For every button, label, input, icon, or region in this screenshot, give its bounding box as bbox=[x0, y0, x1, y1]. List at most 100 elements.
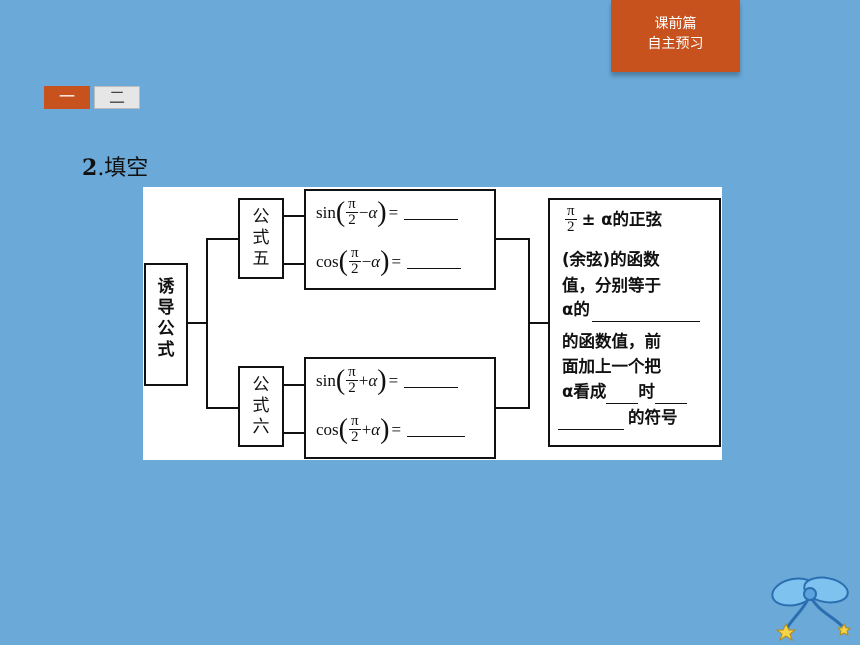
paren-open-2: ( bbox=[338, 245, 348, 277]
section-tab-line1: 课前篇 bbox=[654, 16, 697, 32]
var-3: α bbox=[368, 370, 378, 390]
connector-5-top bbox=[284, 215, 304, 217]
paren-close-4: ) bbox=[380, 413, 390, 445]
summary-pm-alpha: ± α的正弦 bbox=[581, 209, 662, 229]
summary-blank-2[interactable] bbox=[606, 385, 639, 404]
formula-six-box: 公 式 六 bbox=[238, 366, 284, 447]
paren-close-1: ) bbox=[377, 196, 387, 228]
section-tab-preview[interactable]: 课前篇 自主预习 bbox=[611, 0, 740, 72]
section-tab-line2: 自主预习 bbox=[647, 36, 704, 52]
answer-blank-3[interactable] bbox=[404, 373, 459, 388]
paren-open-4: ( bbox=[338, 413, 348, 445]
frac-num-1: π bbox=[346, 196, 358, 213]
frac-den-3: 2 bbox=[348, 380, 356, 396]
connector-right-top bbox=[495, 238, 529, 240]
fn-sin-3: sin bbox=[316, 370, 336, 390]
exercise-title: .填空 bbox=[97, 156, 149, 181]
paren-close-3: ) bbox=[377, 364, 387, 396]
summary-line-5: 的函数值，前 bbox=[562, 332, 661, 351]
connector-left-top bbox=[206, 238, 238, 240]
tab-part-one[interactable]: 一 bbox=[44, 86, 90, 109]
formula-six-char-1: 公 bbox=[252, 375, 270, 395]
summary-frac-num: π bbox=[565, 203, 577, 220]
eq-3: = bbox=[388, 370, 399, 390]
paren-open-3: ( bbox=[335, 364, 346, 396]
op-4: + bbox=[361, 419, 372, 439]
answer-blank-1[interactable] bbox=[404, 205, 459, 220]
fn-cos-4: cos bbox=[316, 419, 339, 439]
var-4: α bbox=[371, 419, 381, 439]
exercise-heading: 2.填空 bbox=[82, 150, 148, 182]
summary-blank-3[interactable] bbox=[654, 385, 687, 404]
eq-1: = bbox=[388, 202, 399, 222]
root-char-4: 式 bbox=[157, 340, 175, 360]
summary-line-2: (余弦)的函数 bbox=[562, 250, 660, 269]
connector-left-bottom bbox=[206, 407, 238, 409]
formula-six-char-3: 六 bbox=[252, 417, 270, 437]
eq-2: = bbox=[391, 251, 402, 271]
frac-num-4: π bbox=[349, 413, 361, 430]
formula-five-char-2: 式 bbox=[252, 228, 270, 248]
part-tabs: 一 二 bbox=[44, 86, 140, 109]
connector-root-h bbox=[187, 322, 207, 324]
summary-frac-den: 2 bbox=[567, 219, 575, 235]
var-2: α bbox=[371, 251, 381, 271]
paren-close-2: ) bbox=[380, 245, 390, 277]
answer-blank-4[interactable] bbox=[407, 422, 466, 437]
summary-blank-4[interactable] bbox=[558, 411, 624, 430]
root-box: 诱 导 公 式 bbox=[144, 263, 188, 386]
paren-open-1: ( bbox=[335, 196, 346, 228]
op-3: + bbox=[358, 370, 369, 390]
summary-alpha-kan: α看成 bbox=[562, 382, 607, 401]
summary-line-6: 面加上一个把 bbox=[562, 357, 661, 376]
fn-cos-2: cos bbox=[316, 251, 339, 271]
root-char-3: 公 bbox=[157, 319, 175, 339]
frac-den-1: 2 bbox=[348, 212, 356, 228]
eq-4: = bbox=[391, 419, 402, 439]
summary-line-3: 值，分别等于 bbox=[562, 276, 661, 295]
ribbon-bow-decoration bbox=[771, 576, 852, 642]
fn-sin-1: sin bbox=[316, 202, 336, 222]
tab-part-two[interactable]: 二 bbox=[94, 86, 140, 109]
connector-5-bottom bbox=[284, 263, 304, 265]
formula-five-char-1: 公 bbox=[252, 207, 270, 227]
summary-line-4: α的 bbox=[562, 298, 700, 322]
op-2: − bbox=[361, 251, 372, 271]
exercise-number: 2 bbox=[82, 155, 98, 181]
formula-six-char-2: 式 bbox=[252, 396, 270, 416]
summary-fuhao: 的符号 bbox=[628, 408, 678, 427]
summary-line-7: α看成 时 bbox=[562, 380, 687, 404]
var-1: α bbox=[368, 202, 378, 222]
answer-blank-2[interactable] bbox=[407, 254, 462, 269]
summary-line-8: 的符号 bbox=[558, 406, 678, 430]
root-char-2: 导 bbox=[157, 298, 175, 318]
frac-num-3: π bbox=[346, 364, 358, 381]
connector-right-bottom bbox=[495, 407, 529, 409]
connector-left-v bbox=[206, 238, 208, 408]
frac-den-2: 2 bbox=[351, 261, 359, 277]
summary-blank-1[interactable] bbox=[591, 303, 700, 322]
summary-shi: 时 bbox=[638, 382, 655, 401]
frac-den-4: 2 bbox=[351, 429, 359, 445]
formula-five-box: 公 式 五 bbox=[238, 198, 284, 279]
summary-alpha-de: α的 bbox=[562, 300, 590, 319]
connector-6-bottom bbox=[284, 432, 304, 434]
formula-five-char-3: 五 bbox=[252, 249, 270, 269]
frac-num-2: π bbox=[349, 245, 361, 262]
connector-6-top bbox=[284, 384, 304, 386]
op-1: − bbox=[358, 202, 369, 222]
